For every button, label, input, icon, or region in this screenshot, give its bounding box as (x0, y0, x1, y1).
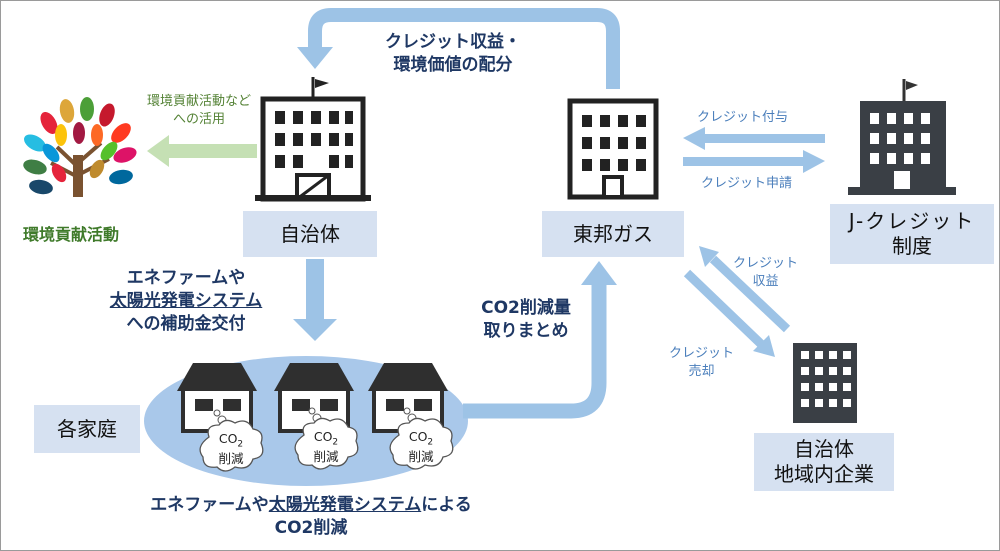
city-hall-icon (255, 77, 371, 202)
env-activity-label: 環境貢献活動 (23, 225, 120, 244)
local-government-box: 自治体 (243, 211, 377, 257)
tree-icon (23, 97, 137, 197)
credit-grant-shaft (701, 134, 825, 143)
office-building-icon (567, 98, 659, 200)
credit-apply-label: クレジット申請 (701, 176, 793, 191)
credit-apply-shaft (683, 157, 807, 166)
credit-sale-arrow (683, 269, 775, 357)
co2-collection-label: CO2削減量 取りまとめ (481, 298, 571, 341)
subsidy-label: エネファームや 太陽光発電システム への補助金交付 (109, 268, 263, 334)
households-box: 各家庭 (34, 405, 140, 453)
co2-cloud-1 (199, 409, 264, 472)
credit-grant-label: クレジット付与 (697, 110, 789, 125)
subsidy-arrowhead (293, 319, 337, 341)
credit-revenue-arrow (699, 246, 791, 333)
toho-gas-box: 東邦ガス (542, 211, 684, 257)
credit-sale-label: クレジット 売却 (669, 346, 735, 379)
co2-cloud-2 (294, 407, 359, 470)
credit-grant-arrowhead (683, 127, 705, 150)
co2-collect-arrowhead (581, 261, 617, 285)
revenue-arrowhead (297, 47, 333, 69)
j-credit-building-icon (848, 79, 956, 195)
buyer-box: 自治体 地域内企業 (754, 433, 894, 491)
bottom-caption: エネファームや太陽光発電システムによる CO2削減 (150, 495, 472, 538)
env-use-label: 環境貢献活動など への活用 (146, 94, 251, 127)
revenue-distribution-label: クレジット収益・ 環境価値の配分 (385, 32, 521, 75)
co2-collect-arrow (463, 283, 607, 419)
credit-apply-arrowhead (803, 150, 825, 173)
revenue-arrow (308, 8, 620, 89)
credit-revenue-label: クレジット 収益 (733, 256, 799, 289)
subsidy-arrow-shaft (306, 259, 324, 321)
env-arrow-shaft (167, 144, 257, 158)
j-credit-box: J-クレジット 制度 (830, 204, 994, 264)
company-building-icon (793, 343, 857, 423)
co2-cloud-3 (389, 407, 454, 470)
env-arrow-arrowhead (147, 135, 169, 167)
